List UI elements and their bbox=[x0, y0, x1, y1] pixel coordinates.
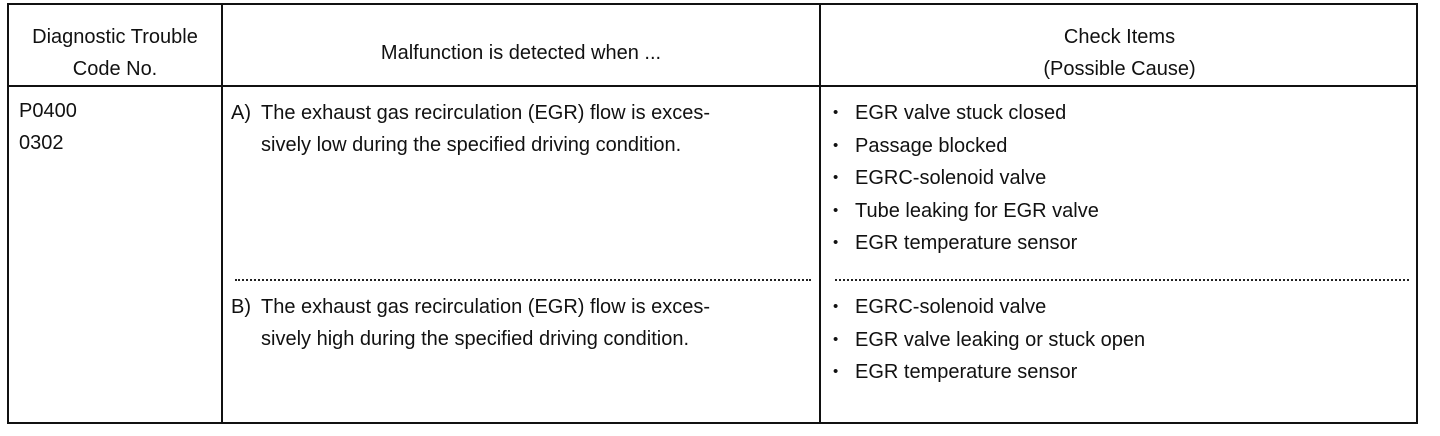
list-item: • EGR temperature sensor bbox=[829, 356, 1145, 389]
condition-letter: B) bbox=[231, 296, 251, 318]
check-items-list-a: • EGR valve stuck closed • Passage blocked… bbox=[829, 97, 1099, 260]
bullet-icon: • bbox=[833, 234, 839, 251]
condition-text-line2: sively high during the specified driving… bbox=[261, 328, 690, 350]
bullet-icon: • bbox=[833, 104, 839, 121]
dotted-separator bbox=[235, 279, 811, 281]
header-malfunction: Malfunction is detected when ... bbox=[380, 42, 662, 64]
header-dtc-no: Diagnostic Trouble Code No. bbox=[9, 21, 221, 85]
header-check-items-line1: Check Items bbox=[1063, 26, 1176, 48]
list-item: • EGR valve stuck closed bbox=[829, 97, 1099, 130]
dotted-separator bbox=[835, 279, 1409, 281]
list-item: • EGR valve leaking or stuck open bbox=[829, 324, 1145, 357]
condition-text: The exhaust gas recirculation (EGR) flow… bbox=[261, 97, 710, 161]
check-item-text: EGR temperature sensor bbox=[855, 361, 1078, 383]
column-divider bbox=[819, 5, 821, 422]
bullet-icon: • bbox=[833, 136, 839, 154]
header-dtc-no-line2: Code No. bbox=[72, 58, 158, 80]
trouble-code-cell: P0400 0302 bbox=[19, 95, 77, 159]
check-item-text: Passage blocked bbox=[855, 134, 1008, 157]
check-item-text: EGRC-solenoid valve bbox=[855, 167, 1047, 189]
header-divider bbox=[9, 85, 1416, 87]
list-item: • EGR temperature sensor bbox=[829, 227, 1099, 260]
bullet-icon: • bbox=[833, 363, 839, 380]
list-item: • Passage blocked bbox=[829, 130, 1099, 163]
list-item: • EGRC-solenoid valve bbox=[829, 162, 1099, 195]
trouble-code-p0400: P0400 bbox=[19, 100, 77, 122]
list-item: • EGRC-solenoid valve bbox=[829, 291, 1145, 324]
condition-letter: A) bbox=[231, 102, 251, 124]
check-item-text: EGR valve stuck closed bbox=[855, 102, 1067, 124]
check-item-text: EGR valve leaking or stuck open bbox=[855, 328, 1146, 351]
condition-text-line1: The exhaust gas recirculation (EGR) flow… bbox=[261, 102, 711, 124]
column-divider bbox=[221, 5, 223, 422]
condition-text-line1: The exhaust gas recirculation (EGR) flow… bbox=[261, 296, 711, 318]
check-item-text: Tube leaking for EGR valve bbox=[855, 199, 1099, 222]
condition-text-line2: sively low during the specified driving … bbox=[261, 134, 682, 156]
bullet-icon: • bbox=[833, 330, 839, 348]
list-item: • Tube leaking for EGR valve bbox=[829, 195, 1099, 228]
bullet-icon: • bbox=[833, 201, 839, 219]
bullet-icon: • bbox=[833, 298, 839, 315]
check-item-text: EGRC-solenoid valve bbox=[855, 296, 1047, 318]
diagnostic-table: Diagnostic Trouble Code No. Malfunction … bbox=[7, 3, 1418, 424]
check-items-list-b: • EGRC-solenoid valve • EGR valve leaking … bbox=[829, 291, 1145, 389]
trouble-code-0302: 0302 bbox=[19, 132, 64, 154]
header-check-items: Check Items (Possible Cause) bbox=[821, 21, 1418, 85]
header-dtc-no-line1: Diagnostic Trouble bbox=[32, 26, 198, 48]
condition-text: The exhaust gas recirculation (EGR) flow… bbox=[261, 291, 710, 355]
bullet-icon: • bbox=[833, 169, 839, 186]
check-item-text: EGR temperature sensor bbox=[855, 232, 1078, 254]
header-check-items-line2: (Possible Cause) bbox=[1043, 58, 1196, 80]
